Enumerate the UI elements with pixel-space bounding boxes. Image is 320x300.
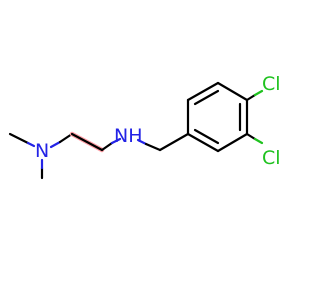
- ring-bond-6: [186, 132, 220, 153]
- bond-methyl-top: [8, 132, 30, 145]
- ring-bond-5: [216, 132, 249, 153]
- bond-c-cl-bottom-cl: [253, 137, 264, 145]
- atom-label-cl-top: Cl: [262, 73, 281, 95]
- bond-n-ch2-n: [49, 140, 62, 149]
- atom-label-n-dimethyl: N: [35, 140, 49, 162]
- bond-ch2-nh: [100, 141, 114, 152]
- ring-bond-2: [186, 81, 220, 102]
- bond-methyl-top-n: [26, 141, 36, 148]
- ring-double-bond-a: [193, 89, 220, 106]
- bond-ethylene: [70, 132, 104, 152]
- bond-ch2-nh-n: [110, 137, 122, 145]
- bond-c-cl-bottom: [245, 132, 257, 141]
- bond-c-cl-top-cl: [253, 89, 264, 97]
- bond-nh-benzyl-n: [136, 138, 148, 146]
- atom-label-cl-bottom: Cl: [262, 147, 281, 169]
- ring-bond-3: [216, 81, 249, 102]
- atom-label-nh: NH: [114, 125, 143, 147]
- bond-n-ch2: [58, 132, 74, 144]
- ring-double-bond-c: [193, 128, 220, 145]
- bond-nh-benzyl: [144, 142, 162, 152]
- molecule-structure: N NH Cl Cl: [8, 73, 281, 180]
- bond-c-cl-top: [245, 93, 257, 102]
- molecule-canvas: N NH Cl Cl: [8, 73, 281, 180]
- bond-benzyl-ring: [158, 132, 190, 152]
